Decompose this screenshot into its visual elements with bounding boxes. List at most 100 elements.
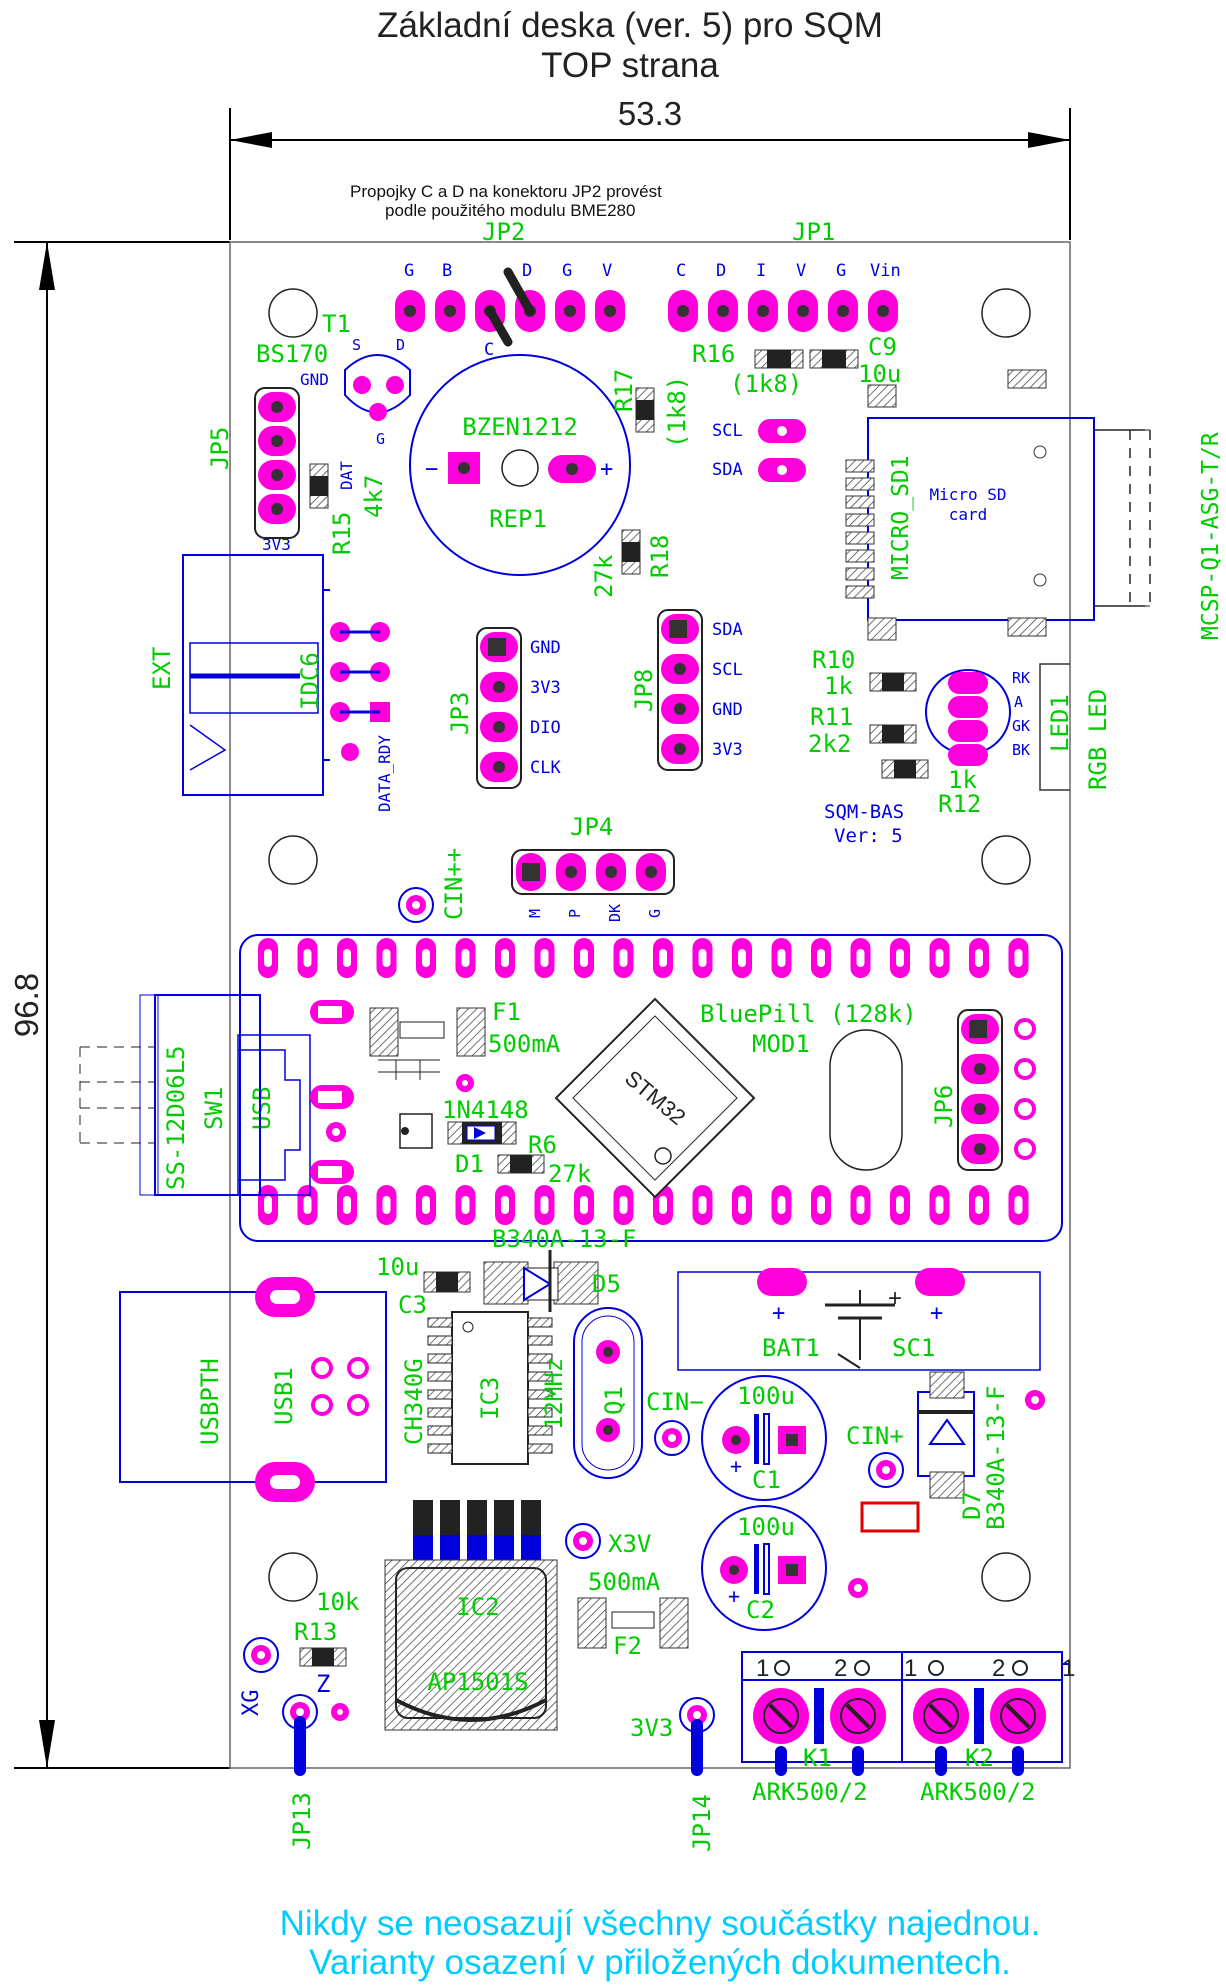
led1-rgb: RK A GK BK LED1 RGB LED bbox=[925, 663, 1112, 791]
svg-text:SC1: SC1 bbox=[892, 1334, 935, 1362]
footer-line1: Nikdy se neosazují všechny součástky naj… bbox=[280, 1904, 1041, 1943]
bluepill-pin-hole bbox=[461, 949, 470, 967]
svg-text:BS170: BS170 bbox=[256, 340, 328, 368]
bluepill-pin-hole bbox=[738, 1196, 746, 1214]
svg-text:SS-12D06L5: SS-12D06L5 bbox=[162, 1046, 190, 1191]
svg-text:100u: 100u bbox=[737, 1382, 795, 1410]
svg-text:IC3: IC3 bbox=[476, 1377, 504, 1420]
bluepill-pin-hole bbox=[501, 1196, 509, 1214]
r16-c9: R16 (1k8) C9 10u bbox=[692, 333, 901, 398]
jp5-header: JP5 GND DAT 3V3 R15 4k7 bbox=[206, 370, 388, 555]
svg-text:R10: R10 bbox=[812, 646, 855, 674]
svg-text:JP13: JP13 bbox=[288, 1792, 316, 1850]
svg-text:100u: 100u bbox=[737, 1513, 795, 1541]
jp8-header: JP8 SDA SCL GND 3V3 bbox=[630, 609, 743, 771]
bluepill-pin-hole bbox=[540, 1196, 549, 1214]
bluepill-pin-hole bbox=[580, 949, 588, 967]
svg-text:CLK: CLK bbox=[530, 758, 561, 778]
svg-text:MOD1: MOD1 bbox=[752, 1030, 810, 1058]
svg-text:I: I bbox=[756, 261, 766, 281]
svg-text:XG: XG bbox=[239, 1690, 264, 1717]
svg-text:1: 1 bbox=[1062, 1655, 1075, 1682]
jp6-header: JP6 bbox=[930, 1009, 1036, 1171]
svg-text:JP6: JP6 bbox=[930, 1085, 958, 1128]
svg-text:Vin: Vin bbox=[870, 261, 901, 281]
svg-text:V: V bbox=[602, 261, 612, 281]
bluepill-pin-hole bbox=[422, 949, 430, 967]
svg-text:2: 2 bbox=[834, 1655, 847, 1682]
note-line2: podle použitého modulu BME280 bbox=[385, 201, 635, 220]
svg-text:10u: 10u bbox=[858, 360, 901, 388]
svg-text:27k: 27k bbox=[590, 554, 618, 598]
svg-text:USBPTH: USBPTH bbox=[196, 1358, 224, 1445]
svg-text:SW1: SW1 bbox=[200, 1087, 228, 1130]
bluepill-pin-hole bbox=[580, 1196, 588, 1214]
svg-text:C: C bbox=[676, 261, 686, 281]
svg-text:USB1: USB1 bbox=[270, 1367, 298, 1425]
svg-text:C2: C2 bbox=[746, 1596, 775, 1624]
r13-xg: 10k R13 Z XG bbox=[239, 1588, 360, 1721]
svg-text:B340A-13-F: B340A-13-F bbox=[492, 1225, 637, 1253]
svg-text:+: + bbox=[730, 1454, 742, 1478]
svg-text:DAT: DAT bbox=[337, 461, 356, 490]
bluepill-pin-hole bbox=[856, 1196, 865, 1214]
i2c-top-pads: SCL SDA bbox=[712, 419, 806, 482]
svg-text:12MHz: 12MHz bbox=[540, 1358, 568, 1430]
svg-text:(1k8): (1k8) bbox=[730, 370, 802, 398]
svg-text:BK: BK bbox=[1012, 741, 1030, 759]
r17-r18: R17 (1k8) R18 27k bbox=[590, 369, 691, 598]
svg-text:USB: USB bbox=[248, 1087, 276, 1130]
c2-capacitor: 100u C2 + bbox=[701, 1505, 868, 1631]
bluepill-pin-hole bbox=[619, 1196, 628, 1214]
svg-text:F1: F1 bbox=[492, 998, 521, 1026]
svg-text:R17: R17 bbox=[610, 369, 638, 412]
svg-text:D: D bbox=[716, 261, 726, 281]
bluepill-pin-hole bbox=[777, 949, 786, 967]
svg-text:P: P bbox=[566, 909, 584, 918]
bluepill-pin-hole bbox=[738, 949, 746, 967]
svg-text:10k: 10k bbox=[316, 1588, 360, 1616]
title-line1: Základní deska (ver. 5) pro SQM bbox=[377, 6, 883, 45]
bluepill-pin-hole bbox=[540, 949, 549, 967]
svg-text:BAT1: BAT1 bbox=[762, 1334, 820, 1362]
bluepill-pin-hole bbox=[896, 1196, 904, 1214]
svg-text:Z: Z bbox=[316, 1670, 330, 1698]
jp13-jumper: JP13 bbox=[282, 1694, 318, 1850]
svg-text:R6: R6 bbox=[528, 1131, 557, 1159]
svg-text:SDA: SDA bbox=[712, 460, 743, 480]
bluepill-pin-hole bbox=[382, 1196, 391, 1214]
svg-text:D: D bbox=[522, 261, 532, 281]
bluepill-pin-hole bbox=[1014, 949, 1023, 967]
svg-text:D7: D7 bbox=[958, 1491, 986, 1520]
bluepill-pin-hole bbox=[856, 949, 865, 967]
bluepill-pin-hole bbox=[935, 1196, 944, 1214]
jp2-label: JP2 bbox=[482, 218, 525, 246]
bluepill-pin-hole bbox=[303, 949, 312, 967]
svg-text:JP14: JP14 bbox=[688, 1794, 716, 1852]
micro-sd-slot: MICRO_SD1 Micro SD card MCSP-Q1-ASG-T/R bbox=[845, 369, 1224, 641]
bluepill-pin-hole bbox=[501, 949, 509, 967]
svg-text:JP4: JP4 bbox=[570, 813, 613, 841]
svg-text:CH340G: CH340G bbox=[400, 1358, 428, 1445]
jp1-label: JP1 bbox=[792, 218, 835, 246]
usb1-connector: USBPTH USB1 bbox=[119, 1277, 387, 1502]
bluepill-pin-hole bbox=[422, 1196, 430, 1214]
bluepill-pin-hole bbox=[698, 949, 707, 967]
r10-r11-r12: R10 1k R11 2k2 R12 1k bbox=[808, 646, 981, 818]
svg-text:1k: 1k bbox=[948, 766, 977, 794]
svg-text:+: + bbox=[930, 1301, 943, 1326]
svg-text:B: B bbox=[442, 261, 452, 281]
svg-text:3V3: 3V3 bbox=[712, 740, 743, 760]
cin-plus-testpoint: CIN+ bbox=[846, 1422, 904, 1488]
bluepill-pin-hole bbox=[461, 1196, 470, 1214]
svg-text:R11: R11 bbox=[810, 703, 853, 731]
bluepill-pin-hole bbox=[659, 1196, 667, 1214]
svg-text:+: + bbox=[772, 1301, 785, 1326]
svg-text:500mA: 500mA bbox=[588, 1568, 661, 1596]
svg-text:CIN−: CIN− bbox=[646, 1388, 704, 1416]
bluepill-pin-hole bbox=[264, 1196, 272, 1214]
svg-text:C9: C9 bbox=[868, 333, 897, 361]
svg-text:+: + bbox=[728, 1584, 740, 1608]
bluepill-pin-hole bbox=[264, 949, 272, 967]
svg-text:SDA: SDA bbox=[712, 620, 743, 640]
